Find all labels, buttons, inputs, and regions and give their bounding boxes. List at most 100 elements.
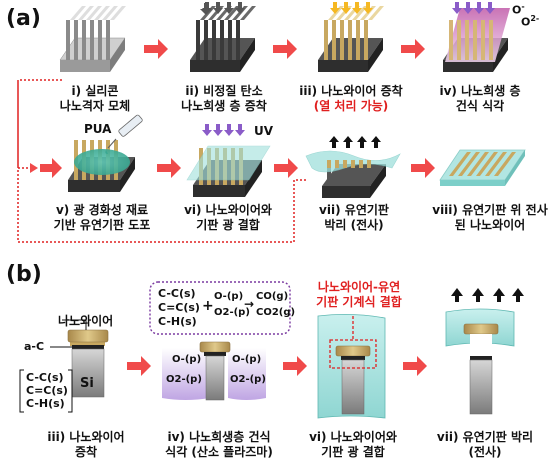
oxygen-ion-label: O2- (521, 14, 539, 29)
oxygen-radical-sup: - (521, 2, 525, 11)
reactant-cc: C-C(s) (158, 287, 196, 300)
reactant-ch: C-H(s) (158, 315, 197, 328)
pua-label: PUA (84, 122, 112, 136)
step-ii-line2: 나노희생 층 증착 (181, 99, 267, 113)
deposition-arrows-gold (330, 2, 373, 14)
step-viii-num: viii) (432, 203, 458, 217)
step-i-line2: 나노격자 모체 (59, 99, 131, 113)
step-i-num: i) (71, 84, 82, 98)
bond-bracket (19, 369, 73, 413)
peel-arrows-b (451, 288, 524, 302)
reaction-plus: + (202, 298, 214, 314)
step-vi-line1: 나노와이어와 (205, 203, 272, 217)
step-iv-line1: 나노희생 층 (461, 84, 521, 98)
deposition-arrows-gray (202, 2, 245, 14)
uv-coupling-icon (186, 124, 271, 197)
step-viii-line2: 된 나노와이어 (454, 218, 526, 232)
coupling-title: 나노와이어-유연 기판 기계식 결합 (304, 280, 414, 310)
pua-coating-icon (68, 114, 143, 192)
step-vii-num: vii) (319, 203, 341, 217)
reaction-reactants: C-C(s) C=C(s) C-H(s) (158, 287, 200, 329)
process-arrow-b2 (283, 356, 307, 376)
process-arrow-b3 (403, 356, 427, 376)
step-viii-line1: 유연기판 위 전사 (462, 203, 548, 217)
step-v-num: v) (55, 203, 70, 217)
step-ii-line1: 비정질 탄소 (203, 84, 263, 98)
silicon-grating-icon (59, 6, 126, 72)
oxygen-ion-symbol: O (521, 15, 531, 29)
caption-b-iii-line1: iii) 나노와이어 (47, 430, 125, 444)
step-vi-label: vi) 나노와이어와 기판 광 결합 (178, 203, 278, 233)
step-iii-line2: (열 처리 가능) (313, 99, 389, 113)
bond-cc: C-C(s) (26, 371, 64, 384)
plasma-o2-right: O2-(p) (230, 374, 266, 385)
step-i-line1: 실리콘 (85, 84, 119, 98)
peeled-structure (445, 288, 524, 415)
process-arrow-6 (274, 158, 298, 178)
coupling-title-line1: 나노와이어-유연 (317, 280, 401, 294)
step-iii-label: iii) 나노와이어 증착 (열 처리 가능) (296, 84, 406, 114)
caption-b-vi-line1: vi) 나노와이어와 (309, 430, 397, 444)
plasma-o-left: O-(p) (172, 354, 202, 365)
etching-arrows-purple (452, 2, 495, 14)
bond-ch: C-H(s) (26, 397, 65, 410)
oxidant-o2: O2-(p) (214, 307, 250, 318)
step-vii-line2: 박리 (전사) (324, 218, 384, 232)
oxidant-o: O-(p) (214, 291, 244, 302)
oxygen-radical-label: O- (512, 2, 525, 17)
dotted-connector-a-right (17, 82, 306, 243)
step-iv-line2: 건식 식각 (455, 99, 505, 113)
peel-off-icon (305, 136, 401, 198)
step-v-line2: 기반 유연기판 도포 (53, 218, 151, 232)
product-co2: CO2(g) (256, 307, 296, 318)
oxygen-radical-symbol: O (512, 3, 522, 17)
product-co: CO(g) (256, 291, 289, 302)
step-v-label: v) 광 경화성 재료 기반 유연기판 도포 (46, 203, 158, 233)
step-iii-line1: 나노와이어 증착 (321, 84, 403, 98)
panel-b-label: (b) (6, 262, 42, 287)
reaction-arrow-icon: → (244, 297, 255, 311)
si-label: Si (80, 376, 94, 391)
reactant-c-double-c: C=C(s) (158, 301, 200, 314)
step-ii-num: ii) (185, 84, 200, 98)
caption-b-vii-line1: vii) 유연기판 박리 (436, 430, 534, 444)
process-arrow-4 (40, 158, 62, 178)
step-iii-num: iii) (299, 84, 318, 98)
process-arrow-3 (401, 39, 425, 59)
oxygen-ion-sup: 2- (530, 14, 540, 23)
process-arrow-b1 (127, 356, 151, 376)
transferred-nanowires-icon (439, 149, 526, 186)
plasma-o2-left: O2-(p) (166, 374, 202, 385)
process-arrow-2 (273, 39, 297, 59)
uv-arrows-purple (202, 124, 245, 136)
panel-a-label: (a) (6, 6, 41, 31)
coupling-highlight (329, 339, 377, 369)
plasma-o-right: O-(p) (232, 354, 262, 365)
step-vi-num: vi) (184, 203, 202, 217)
reaction-box (149, 281, 291, 335)
ac-label: a-C (24, 340, 45, 353)
step-v-line1: 광 경화성 재료 (73, 203, 149, 217)
step-ii-label: ii) 비정질 탄소 나노희생 층 증착 (172, 84, 276, 114)
dotted-connector-a-head (30, 163, 38, 173)
caption-b-iv-line1: iv) 나노희생층 건식 (167, 430, 271, 444)
process-arrow-5 (157, 158, 181, 178)
carbon-layer-icon (190, 2, 256, 72)
caption-b-vii-line2: (전사) (468, 445, 502, 459)
nanowire-deposition-icon (318, 2, 384, 72)
caption-b-iv-line2: 식각 (산소 플라즈마) (165, 445, 273, 459)
step-iv-label: iv) 나노희생 층 건식 식각 (430, 84, 530, 114)
uv-label: UV (254, 124, 274, 138)
reaction-oxidants: O-(p) O2-(p) (214, 289, 250, 321)
peel-arrows-black (329, 136, 381, 148)
plasma-etching-icon (443, 2, 510, 72)
caption-b-vi: vi) 나노와이어와 기판 광 결합 (300, 430, 406, 460)
coupling-title-line2: 기판 기계식 결합 (316, 295, 402, 309)
coupling-structure (317, 314, 386, 419)
step-vii-line1: 유연기판 (344, 203, 389, 217)
reaction-products: CO(g) CO2(g) (256, 289, 295, 321)
caption-b-vi-line2: 기판 광 결합 (321, 445, 385, 459)
step-i-label: i) 실리콘 나노격자 모체 (50, 84, 140, 114)
step-vii-label: vii) 유연기판 박리 (전사) (304, 203, 404, 233)
